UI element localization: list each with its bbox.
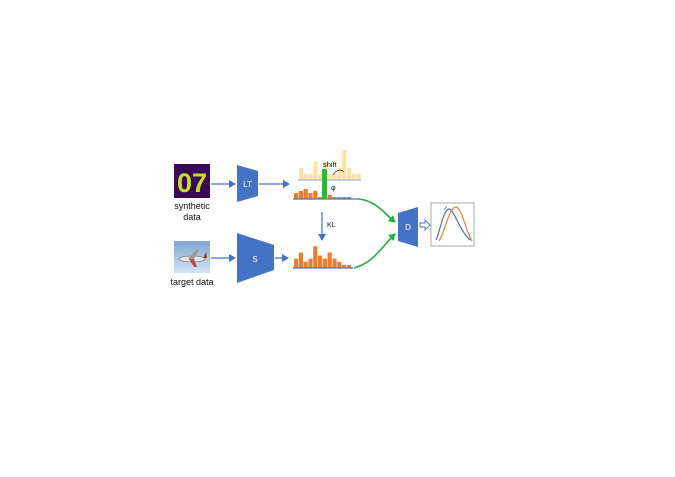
s-module: S xyxy=(237,233,274,283)
d-module: D xyxy=(398,207,418,247)
source-bar xyxy=(337,197,342,199)
target-bar xyxy=(346,264,351,268)
highlight-bar xyxy=(322,169,327,199)
source-bar xyxy=(327,195,332,199)
source-shifted-bar xyxy=(303,174,308,180)
orange-curve xyxy=(438,206,473,242)
phi-label: φ xyxy=(331,185,336,192)
shift-label: shift xyxy=(323,160,338,169)
source-bar xyxy=(318,197,323,199)
target-bar xyxy=(294,258,299,268)
s-trapezoid xyxy=(237,233,274,283)
target-bar xyxy=(298,252,303,268)
green-arrow-target-to-d xyxy=(353,233,396,269)
synthetic-thumbnail: 07 xyxy=(174,164,210,198)
source-bar xyxy=(298,191,303,199)
lt-trapezoid xyxy=(237,165,258,202)
source-shifted-bar xyxy=(356,174,361,180)
source-bar xyxy=(294,193,299,199)
airplane-icon xyxy=(178,250,207,267)
source-shifted-bar xyxy=(327,174,332,180)
source-shifted-bar xyxy=(318,174,323,180)
target-bar xyxy=(303,261,308,268)
source-shifted-bar xyxy=(337,168,342,180)
target-bar xyxy=(332,258,337,268)
source-bar xyxy=(342,197,347,199)
synthetic-label-line1: synthetic xyxy=(174,201,210,211)
s-label: S xyxy=(252,255,257,264)
green-arrow-source-to-d xyxy=(358,198,396,223)
source-shifted-bar xyxy=(313,162,318,180)
source-bar xyxy=(303,189,308,199)
output-arrow xyxy=(419,218,431,232)
lt-module: LT xyxy=(237,165,258,202)
synthetic-digits: 07 xyxy=(177,168,207,198)
shift-arc xyxy=(332,169,345,176)
target-bar xyxy=(327,252,332,268)
target-bar xyxy=(308,258,313,268)
target-histogram xyxy=(294,246,351,268)
target-bar xyxy=(337,261,342,268)
output-plot xyxy=(430,202,475,247)
kl-label: KL xyxy=(327,222,336,229)
target-bar xyxy=(322,258,327,268)
target-label: target data xyxy=(170,277,213,287)
target-bar xyxy=(313,246,318,268)
source-shifted-bar xyxy=(347,168,352,180)
source-shifted-bar xyxy=(351,174,356,180)
target-thumbnail xyxy=(174,241,210,273)
source-bar xyxy=(346,197,351,199)
lt-label: LT xyxy=(243,180,252,189)
target-bar xyxy=(342,264,347,268)
d-trapezoid xyxy=(398,207,418,247)
d-label: D xyxy=(405,223,411,232)
source-shifted-bar xyxy=(342,150,347,180)
blue-curve xyxy=(435,208,471,241)
source-bar xyxy=(313,191,318,199)
source-bar xyxy=(308,193,313,199)
source-shifted-bar xyxy=(308,174,313,180)
target-bar xyxy=(318,255,323,268)
synthetic-label-line2: data xyxy=(183,212,201,222)
synthetic-thumbnail-bg xyxy=(174,164,210,198)
shift-tick-mark xyxy=(443,205,448,211)
source-shifted-bar xyxy=(332,174,337,180)
source-shifted-bar xyxy=(299,168,304,180)
source-bar xyxy=(332,197,337,199)
